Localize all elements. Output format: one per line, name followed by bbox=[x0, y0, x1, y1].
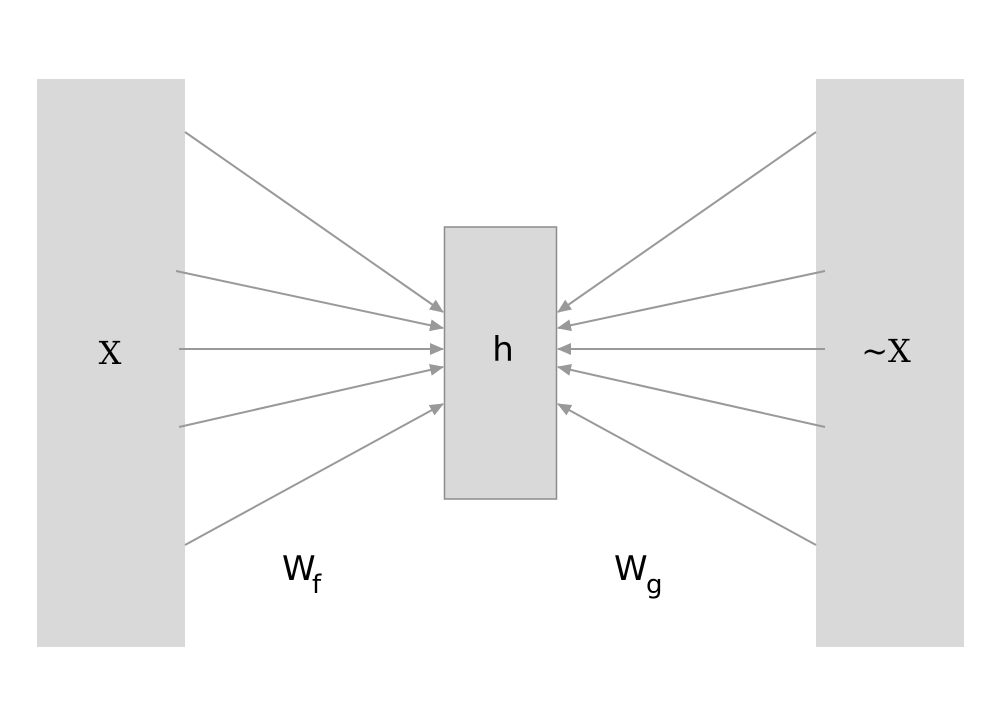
encoder-weight-base: W bbox=[282, 549, 316, 589]
encoder-connections bbox=[175, 131, 444, 546]
decoder-edge bbox=[557, 270, 826, 332]
input-label: X bbox=[99, 334, 122, 372]
decoder-edge bbox=[557, 131, 817, 313]
decoder-edge bbox=[557, 363, 826, 428]
decoder-weight-subscript: g bbox=[646, 570, 663, 600]
encoder-weight-subscript: f bbox=[312, 570, 322, 600]
hidden-layer-box bbox=[443, 226, 558, 500]
decoder-connections bbox=[557, 131, 826, 546]
decoder-weight-base: W bbox=[614, 549, 648, 589]
encoder-edge bbox=[184, 403, 444, 546]
encoder-edge bbox=[178, 364, 444, 428]
output-label: ~X bbox=[861, 332, 911, 370]
encoder-edge bbox=[184, 131, 444, 313]
input-layer-block bbox=[37, 79, 185, 647]
decoder-weight-label: W g bbox=[614, 549, 663, 600]
output-layer-block bbox=[816, 79, 964, 647]
hidden-label: h bbox=[492, 330, 514, 370]
encoder-edge bbox=[175, 270, 444, 332]
decoder-edge bbox=[557, 403, 817, 546]
encoder-weight-label: W f bbox=[282, 549, 322, 600]
